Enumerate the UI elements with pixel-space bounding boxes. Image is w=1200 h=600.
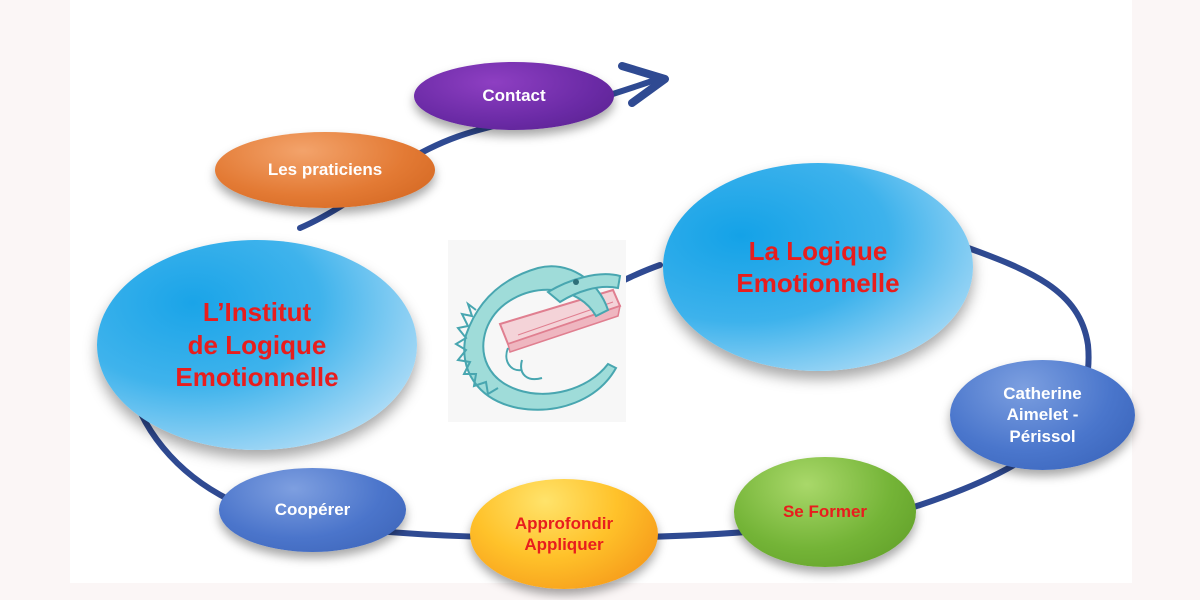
node-contact[interactable]: Contact <box>414 62 614 130</box>
node-contact-label: Contact <box>482 86 546 106</box>
node-institut-line-3: Emotionnelle <box>175 362 339 393</box>
crocodile-on-book-icon <box>454 265 622 411</box>
node-les-praticiens[interactable]: Les praticiens <box>215 132 435 208</box>
logo-crocodile <box>448 240 626 422</box>
crocodile-spikes <box>454 301 499 396</box>
node-logique-line-2: Emotionnelle <box>736 268 900 298</box>
crocodile-body <box>463 265 622 411</box>
node-catherine-line-2: Aimelet - <box>1006 405 1079 425</box>
crocodile-eye <box>573 279 579 285</box>
node-logique-line-1: La Logique <box>748 235 888 266</box>
node-catherine-aimelet-perissol[interactable]: Catherine Aimelet - Périssol <box>950 360 1135 470</box>
node-approfondir-line-2: Appliquer <box>524 535 604 554</box>
node-cooperer[interactable]: Coopérer <box>219 468 406 552</box>
node-approfondir-line-1: Approfondir <box>514 513 614 533</box>
node-catherine-line-3: Périssol <box>1009 426 1076 446</box>
arrow-head-icon <box>618 62 669 107</box>
node-catherine-line-1: Catherine <box>1003 384 1082 404</box>
node-institut[interactable]: L’Institut de Logique Emotionnelle <box>97 240 417 450</box>
node-se-former[interactable]: Se Former <box>734 457 916 567</box>
node-cooperer-label: Coopérer <box>274 500 351 520</box>
node-institut-line-1: L’Institut <box>202 297 312 328</box>
node-logique-emotionnelle[interactable]: La Logique Emotionnelle <box>663 163 973 371</box>
node-institut-line-2: de Logique <box>187 329 327 360</box>
node-former-label: Se Former <box>782 502 868 522</box>
node-approfondir-appliquer[interactable]: Approfondir Appliquer <box>470 479 658 589</box>
node-praticiens-label: Les praticiens <box>267 160 383 180</box>
